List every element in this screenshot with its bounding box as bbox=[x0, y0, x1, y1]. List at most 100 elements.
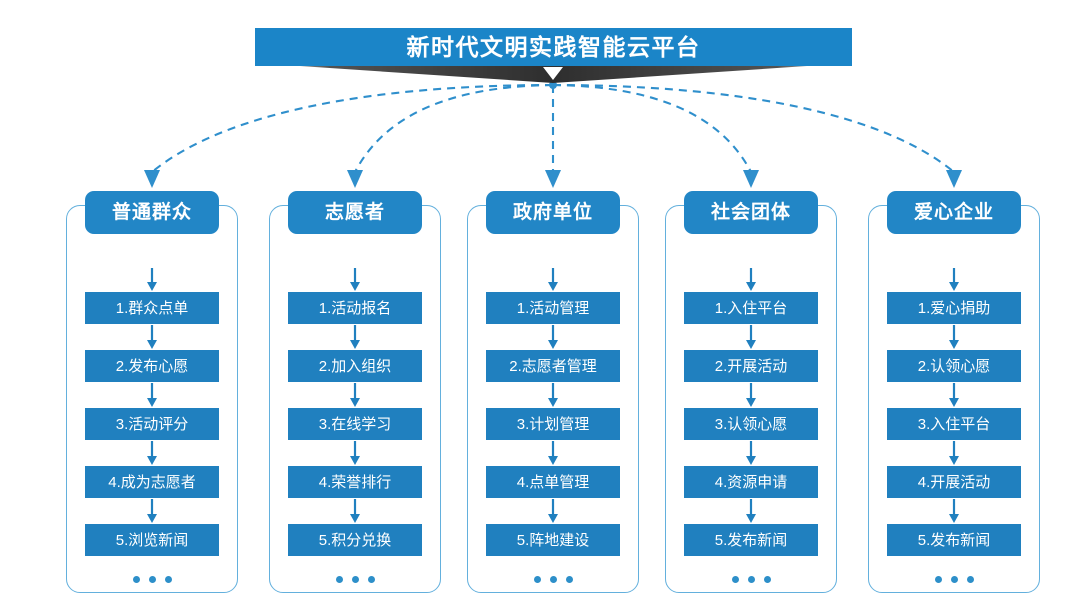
flow-item-label: 5.积分兑换 bbox=[318, 531, 392, 549]
role-column-3: 政府单位 1.活动管理 2.志愿者管理 3.计划管理 4.点单管理 5.阵地建设 bbox=[467, 191, 639, 593]
column-header-4[interactable]: 社会团体 bbox=[684, 191, 818, 234]
ellipsis-dot bbox=[335, 576, 343, 583]
flow-item[interactable]: 4.荣誉排行 bbox=[288, 466, 422, 498]
arrow-head-to-item bbox=[288, 268, 422, 292]
ellipsis-dot bbox=[934, 576, 942, 583]
ellipsis-dot bbox=[132, 576, 140, 583]
flow-item[interactable]: 1.入住平台 bbox=[684, 292, 818, 324]
ellipsis-dot bbox=[565, 576, 573, 583]
flow-item[interactable]: 5.阵地建设 bbox=[486, 524, 620, 556]
connector-to-col-4 bbox=[552, 83, 752, 173]
flow-item[interactable]: 2.志愿者管理 bbox=[486, 350, 620, 382]
platform-title-bar: 新时代文明实践智能云平台 bbox=[255, 28, 852, 66]
flow-arrow bbox=[288, 382, 422, 408]
flow-item-label: 4.点单管理 bbox=[516, 473, 590, 491]
flow-item-label: 3.活动评分 bbox=[115, 415, 189, 433]
flow-item[interactable]: 4.成为志愿者 bbox=[85, 466, 219, 498]
flow-item[interactable]: 2.发布心愿 bbox=[85, 350, 219, 382]
flow-arrow bbox=[887, 382, 1021, 408]
page-title: 新时代文明实践智能云平台 bbox=[406, 33, 701, 60]
flow-arrow bbox=[684, 440, 818, 466]
flow-item[interactable]: 2.认领心愿 bbox=[887, 350, 1021, 382]
ellipsis-dot bbox=[533, 576, 541, 583]
flow-item-label: 2.志愿者管理 bbox=[509, 357, 597, 375]
flow-item-label: 1.群众点单 bbox=[115, 299, 189, 317]
flow-item-label: 3.认领心愿 bbox=[714, 415, 788, 433]
flow-item[interactable]: 2.开展活动 bbox=[684, 350, 818, 382]
connector-to-col-2 bbox=[354, 83, 554, 173]
flow-item[interactable]: 5.积分兑换 bbox=[288, 524, 422, 556]
flow-item[interactable]: 3.计划管理 bbox=[486, 408, 620, 440]
flow-item[interactable]: 5.浏览新闻 bbox=[85, 524, 219, 556]
more-items-ellipsis bbox=[288, 576, 422, 583]
flow-arrow bbox=[887, 324, 1021, 350]
flow-item-label: 3.计划管理 bbox=[516, 415, 590, 433]
flow-item[interactable]: 4.开展活动 bbox=[887, 466, 1021, 498]
ellipsis-dot bbox=[950, 576, 958, 583]
ellipsis-dot bbox=[549, 576, 557, 583]
column-header-label: 社会团体 bbox=[710, 202, 791, 223]
more-items-ellipsis bbox=[684, 576, 818, 583]
flow-arrow bbox=[887, 498, 1021, 524]
column-header-2[interactable]: 志愿者 bbox=[288, 191, 422, 234]
column-header-5[interactable]: 爱心企业 bbox=[887, 191, 1021, 234]
flow-arrow bbox=[288, 498, 422, 524]
ellipsis-dot bbox=[164, 576, 172, 583]
flow-item-label: 4.资源申请 bbox=[714, 473, 788, 491]
flow-arrow bbox=[887, 440, 1021, 466]
flow-item-label: 2.开展活动 bbox=[714, 357, 788, 375]
flow-item[interactable]: 5.发布新闻 bbox=[684, 524, 818, 556]
column-items-2: 1.活动报名 2.加入组织 3.在线学习 4.荣誉排行 5.积分兑换 bbox=[288, 268, 422, 583]
flow-item[interactable]: 3.在线学习 bbox=[288, 408, 422, 440]
flow-item-label: 3.入住平台 bbox=[917, 415, 991, 433]
flow-item[interactable]: 1.群众点单 bbox=[85, 292, 219, 324]
flow-item-label: 3.在线学习 bbox=[318, 415, 392, 433]
flow-item-label: 5.浏览新闻 bbox=[115, 531, 189, 549]
ellipsis-dot bbox=[367, 576, 375, 583]
column-items-5: 1.爱心捐助 2.认领心愿 3.入住平台 4.开展活动 5.发布新闻 bbox=[887, 268, 1021, 583]
connector-arrowhead-3 bbox=[545, 170, 561, 188]
column-header-label: 爱心企业 bbox=[913, 202, 994, 223]
flow-item-label: 1.入住平台 bbox=[714, 299, 788, 317]
flow-arrow bbox=[486, 440, 620, 466]
arrow-head-to-item bbox=[85, 268, 219, 292]
flow-arrow bbox=[288, 324, 422, 350]
connector-arrowhead-1 bbox=[144, 170, 160, 188]
ellipsis-dot bbox=[148, 576, 156, 583]
more-items-ellipsis bbox=[85, 576, 219, 583]
flow-arrow bbox=[486, 382, 620, 408]
flow-arrow bbox=[486, 324, 620, 350]
role-column-2: 志愿者 1.活动报名 2.加入组织 3.在线学习 4.荣誉排行 5.积分兑换 bbox=[269, 191, 441, 593]
flow-item[interactable]: 1.活动报名 bbox=[288, 292, 422, 324]
more-items-ellipsis bbox=[486, 576, 620, 583]
flow-arrow bbox=[684, 498, 818, 524]
arrow-head-to-item bbox=[486, 268, 620, 292]
ellipsis-dot bbox=[731, 576, 739, 583]
flow-arrow bbox=[288, 440, 422, 466]
more-items-ellipsis bbox=[887, 576, 1021, 583]
flow-arrow bbox=[486, 498, 620, 524]
flow-item-label: 5.发布新闻 bbox=[714, 531, 788, 549]
column-header-1[interactable]: 普通群众 bbox=[85, 191, 219, 234]
flow-arrow bbox=[85, 382, 219, 408]
flow-item[interactable]: 1.活动管理 bbox=[486, 292, 620, 324]
flow-item[interactable]: 3.认领心愿 bbox=[684, 408, 818, 440]
column-header-label: 政府单位 bbox=[512, 202, 593, 223]
column-header-3[interactable]: 政府单位 bbox=[486, 191, 620, 234]
arrow-head-to-item bbox=[684, 268, 818, 292]
connector-arrowhead-2 bbox=[347, 170, 363, 188]
connector-arrowhead-4 bbox=[743, 170, 759, 188]
flow-item[interactable]: 1.爱心捐助 bbox=[887, 292, 1021, 324]
flow-item[interactable]: 4.资源申请 bbox=[684, 466, 818, 498]
flow-item[interactable]: 5.发布新闻 bbox=[887, 524, 1021, 556]
flow-arrow bbox=[684, 324, 818, 350]
flow-item[interactable]: 3.入住平台 bbox=[887, 408, 1021, 440]
column-header-label: 普通群众 bbox=[111, 202, 192, 223]
flow-item[interactable]: 3.活动评分 bbox=[85, 408, 219, 440]
flow-item[interactable]: 2.加入组织 bbox=[288, 350, 422, 382]
ellipsis-dot bbox=[763, 576, 771, 583]
flow-item[interactable]: 4.点单管理 bbox=[486, 466, 620, 498]
flow-item-label: 1.活动管理 bbox=[516, 299, 590, 317]
